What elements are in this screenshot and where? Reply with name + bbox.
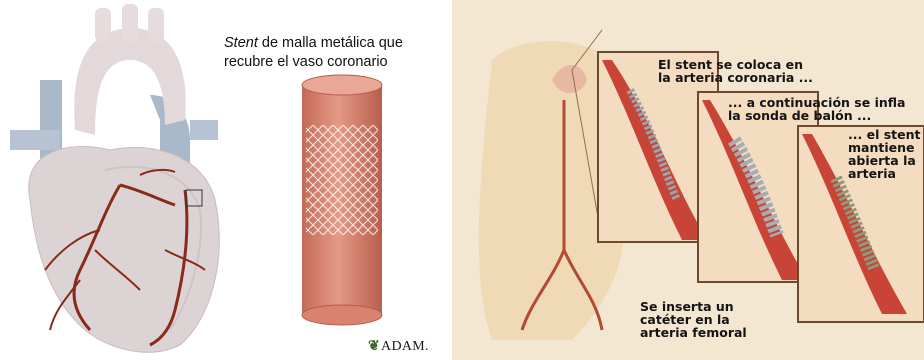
stent-tube-drawing (218, 0, 458, 360)
caption-step2: ... a continuación se infla la sonda de … (728, 96, 905, 122)
heart-illustration (0, 0, 230, 360)
stent-mesh (306, 125, 378, 235)
caption-step1-line2: la arteria coronaria ... (658, 70, 813, 85)
caption-step1: El stent se coloca en la arteria coronar… (658, 58, 813, 84)
caption-insertion: Se inserta un catéter en la arteria femo… (640, 300, 747, 339)
caption-step3: ... el stent mantiene abierta la arteria (848, 128, 920, 180)
heart-drawing (0, 0, 230, 360)
adam-logo: ❦ADAM. (368, 338, 429, 355)
caption-step2-line2: la sonda de balón ... (728, 108, 871, 123)
adam-leaf-icon: ❦ (368, 339, 380, 354)
stent-illustration: Stent de malla metálica que recubre el v… (218, 0, 458, 360)
caption-insertion-line3: arteria femoral (640, 325, 747, 340)
caption-step3-line4: arteria (848, 166, 896, 181)
adam-logo-text: ADAM. (381, 339, 429, 354)
